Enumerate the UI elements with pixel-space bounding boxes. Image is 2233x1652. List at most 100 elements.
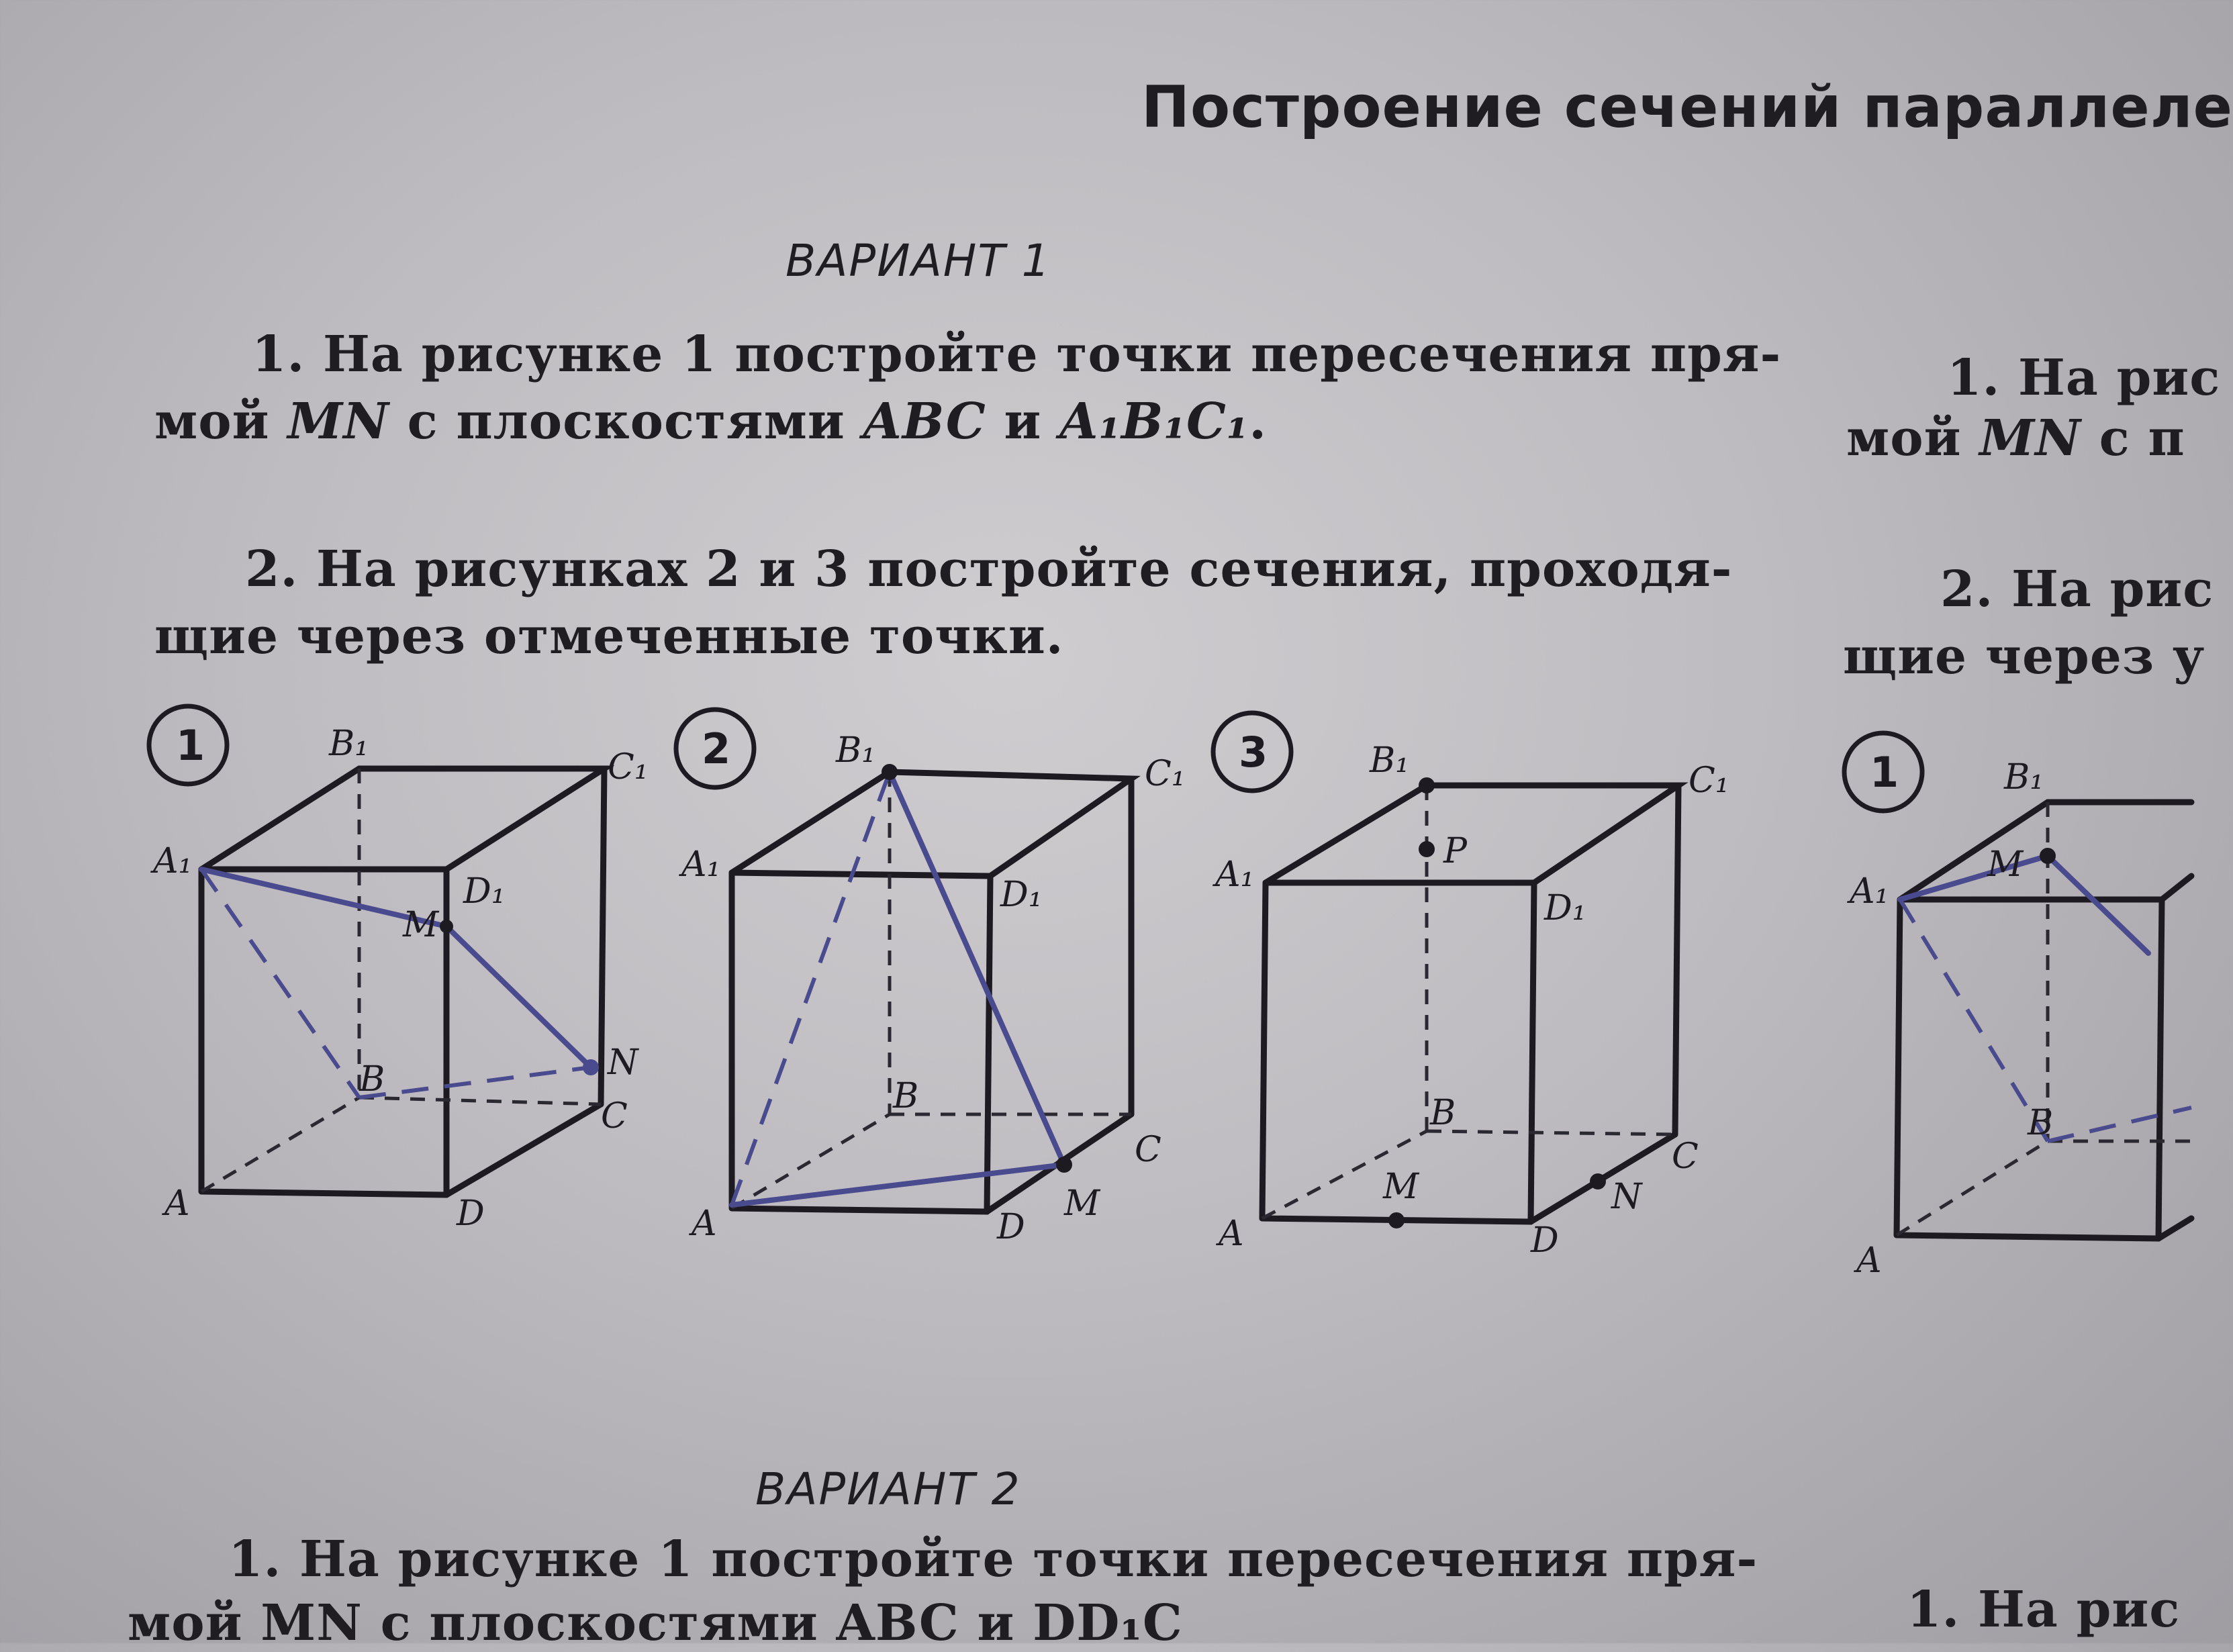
figure-2-label-a1: A₁ bbox=[679, 844, 720, 885]
variant-2-task-1-line-1: 1. На рисунке 1 постройте точки пересече… bbox=[228, 1530, 1758, 1588]
variant-2-right-fragment: 1. На рис bbox=[1907, 1581, 2181, 1639]
figure-4-edge-aa1 bbox=[1893, 896, 1903, 1238]
figure-3-label-n: N bbox=[1610, 1177, 1643, 1217]
figure-4-edge-dd1 bbox=[2155, 896, 2165, 1242]
figure-1-pen-a1m bbox=[199, 867, 449, 929]
variant-2-title: ВАРИАНТ 2 bbox=[755, 1463, 1021, 1515]
figure-1-hidden-bc bbox=[359, 1096, 602, 1106]
figure-4-edge-ad bbox=[1893, 1232, 2162, 1242]
figure-1-hidden-ab bbox=[200, 1096, 361, 1194]
figure-1-point-n bbox=[583, 1059, 599, 1075]
figure-4-hidden-ab bbox=[1895, 1139, 2049, 1237]
figure-1-edge-ad bbox=[198, 1188, 450, 1198]
right-task-1-text-b: с п bbox=[2081, 409, 2185, 467]
task-1-text-c: и bbox=[986, 393, 1060, 450]
figure-1-number-circle bbox=[146, 703, 230, 787]
figure-3-hidden-ab bbox=[1261, 1129, 1428, 1220]
figure-4-label-b: B bbox=[2027, 1103, 2053, 1143]
figure-1-pen-a1b bbox=[199, 868, 361, 1099]
figure-4-number: 1 bbox=[1870, 748, 1899, 797]
figure-1-top-face bbox=[198, 765, 615, 873]
figure-3-label-a1: A₁ bbox=[1213, 855, 1254, 895]
right-task-1-text-a: мой bbox=[1846, 409, 1980, 467]
figure-2-label-b: B bbox=[892, 1076, 918, 1116]
figure-2-point-b1 bbox=[882, 764, 898, 780]
figure-2-pen-am bbox=[729, 1162, 1067, 1208]
right-task-1-mn: MN bbox=[1979, 409, 2081, 467]
figures-svg: 1 A₁ B₁ C₁ D₁ A B C bbox=[146, 703, 2195, 1281]
page-header-title: Построение сечений параллеле bbox=[1141, 74, 2233, 141]
figure-1-cube: 1 A₁ B₁ C₁ D₁ A B C bbox=[146, 703, 649, 1234]
figure-3-edge-dd1 bbox=[1527, 879, 1537, 1225]
task-1-text-b: с плоскостями bbox=[389, 393, 863, 450]
figure-4-point-m bbox=[2040, 848, 2056, 864]
figure-2-pen-ab1 bbox=[730, 771, 892, 1206]
figure-4-label-m: M bbox=[1987, 844, 2024, 885]
figure-1-pen-bn bbox=[359, 1065, 591, 1100]
task-1-a1b1c1: A₁B₁C₁ bbox=[1059, 393, 1249, 450]
figure-2-edge-ad bbox=[728, 1205, 990, 1215]
figure-2-edge-dd1 bbox=[984, 873, 994, 1215]
figure-1-edge-dc bbox=[443, 1101, 604, 1198]
task-1-text-a: мой bbox=[154, 393, 288, 450]
figure-1-label-c: C bbox=[601, 1096, 628, 1136]
figure-2-number-circle bbox=[673, 707, 757, 790]
figure-1-label-m: M bbox=[402, 905, 440, 945]
figure-4-pen-a1b bbox=[1898, 898, 2050, 1143]
task-2-line-1: 2. На рисунках 2 и 3 постройте сечения, … bbox=[245, 540, 1733, 598]
figure-1-label-d: D bbox=[456, 1194, 485, 1234]
figure-2-label-b1: B₁ bbox=[835, 730, 875, 771]
figure-4-edge-d1c1 bbox=[2158, 873, 2195, 903]
task-1-abc: ABC bbox=[863, 393, 986, 450]
worksheet-page: Построение сечений параллеле ВАРИАНТ 1 1… bbox=[128, 74, 2232, 1652]
figure-2-hidden-ab bbox=[730, 1112, 891, 1210]
task-1-line-2: мой MN с плоскостями ABC и A₁B₁C₁. bbox=[154, 393, 1267, 450]
figure-2-label-a: A bbox=[689, 1204, 717, 1244]
task-1-text-d: . bbox=[1249, 393, 1268, 450]
figure-1-point-m bbox=[440, 920, 453, 933]
figure-3-label-a: A bbox=[1216, 1214, 1244, 1254]
figure-4-cube-partial: 1 A₁ B₁ A B M bbox=[1842, 730, 2195, 1281]
figure-1-label-b: B bbox=[359, 1059, 385, 1100]
figure-3-number-circle bbox=[1210, 710, 1294, 793]
figure-2-label-c: C bbox=[1135, 1130, 1161, 1170]
figure-3-number: 3 bbox=[1239, 728, 1268, 777]
figure-2-label-d1: D₁ bbox=[1000, 875, 1043, 915]
figure-3-edge-aa1 bbox=[1259, 879, 1269, 1222]
figure-2-point-m bbox=[1056, 1157, 1072, 1173]
right-task-1-line-2: мой MN с п bbox=[1846, 409, 2185, 467]
figure-2-number: 2 bbox=[702, 724, 730, 773]
right-task-2-line-2: щие через у bbox=[1843, 628, 2205, 685]
task-1-mn: MN bbox=[287, 393, 389, 450]
figure-4-label-a1: A₁ bbox=[1847, 871, 1889, 912]
figure-3-point-m bbox=[1388, 1212, 1405, 1228]
figure-1-label-c1: C₁ bbox=[608, 747, 649, 787]
figure-4-pen-a1m bbox=[1897, 853, 2050, 902]
variant-1-title: ВАРИАНТ 1 bbox=[786, 235, 1051, 287]
figure-3-label-b1: B₁ bbox=[1369, 740, 1409, 781]
figure-1-label-n: N bbox=[606, 1042, 639, 1083]
figure-1-edge-cc1 bbox=[598, 765, 608, 1108]
figure-2-label-m: M bbox=[1063, 1183, 1101, 1224]
figure-3-edge-cc1 bbox=[1672, 782, 1682, 1138]
figure-2-label-d: D bbox=[996, 1207, 1025, 1247]
figure-1-number: 1 bbox=[176, 721, 205, 770]
figure-3-label-d1: D₁ bbox=[1543, 888, 1586, 928]
figure-3-top-face bbox=[1262, 782, 1689, 886]
figure-4-label-a: A bbox=[1854, 1241, 1882, 1281]
figure-4-pen-bc bbox=[2047, 1106, 2192, 1143]
figure-1-label-a1: A₁ bbox=[150, 841, 192, 881]
figure-3-hidden-bc bbox=[1426, 1129, 1676, 1136]
figure-1-pen-mn bbox=[444, 924, 593, 1070]
figure-1-label-b1: B₁ bbox=[328, 724, 369, 764]
task-1-line-1: 1. На рисунке 1 постройте точки пересече… bbox=[252, 326, 1782, 383]
figure-4-label-b1: B₁ bbox=[2003, 757, 2044, 797]
figure-2-pen-b1m bbox=[887, 769, 1067, 1167]
figure-3-point-p bbox=[1419, 841, 1435, 857]
right-task-2-line-1: 2. На рис bbox=[1940, 561, 2214, 618]
figure-3-point-n bbox=[1590, 1173, 1606, 1189]
figure-2-label-c1: C₁ bbox=[1145, 754, 1186, 794]
figure-3-label-b: B bbox=[1429, 1093, 1456, 1133]
figure-3-label-c: C bbox=[1672, 1136, 1699, 1177]
figure-3-label-c1: C₁ bbox=[1689, 761, 1729, 801]
